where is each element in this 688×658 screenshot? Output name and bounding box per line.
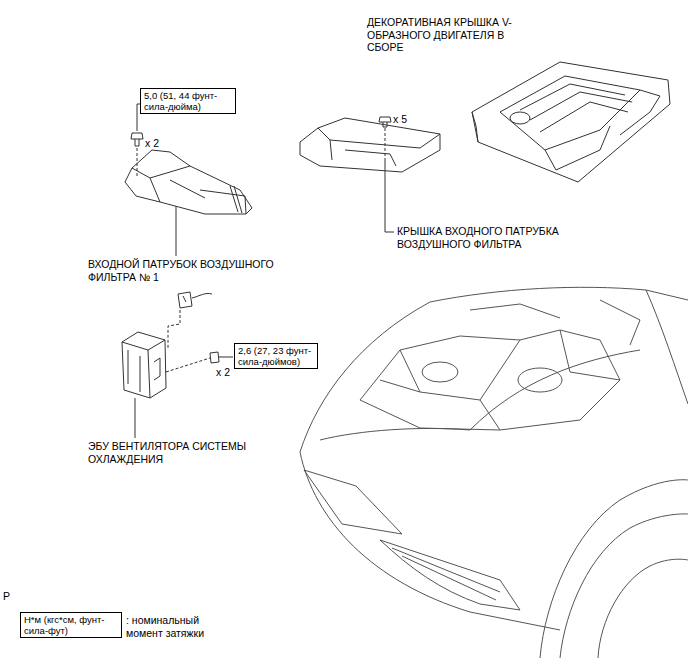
inlet-duct <box>125 150 252 214</box>
bolt <box>131 104 176 256</box>
part-name: ВХОДНОЙ ПАТРУБОК ВОЗДУШНОГО ФИЛЬТРА № 1 <box>88 258 292 283</box>
vehicle <box>300 287 688 658</box>
connector <box>168 292 212 350</box>
page-mark: P <box>3 590 17 603</box>
engine-cover <box>472 62 670 182</box>
torque-box: 5,0 (51, 44 фунт-сила-дюйма) <box>140 88 236 114</box>
quantity: x 2 <box>216 366 246 379</box>
quantity: x 5 <box>393 113 423 126</box>
bolt <box>379 117 394 232</box>
torque-value: Н*м (кгс*см, фунт-сила-фут) <box>24 614 118 636</box>
part-name: КРЫШКА ВХОДНОГО ПАТРУБКА ВОЗДУШНОГО ФИЛЬ… <box>397 225 581 250</box>
torque-box: Н*м (кгс*см, фунт-сила-фут) <box>20 612 122 638</box>
torque-box: 2,6 (27, 23 фунт-сила-дюймов) <box>234 343 318 369</box>
ecu <box>122 332 233 438</box>
torque-value: 2,6 (27, 23 фунт-сила-дюймов) <box>238 345 314 367</box>
quantity: x 2 <box>145 137 175 150</box>
torque-value: 5,0 (51, 44 фунт-сила-дюйма) <box>144 90 232 112</box>
inlet-cover <box>300 118 440 172</box>
part-name: ЭБУ ВЕНТИЛЯТОРА СИСТЕМЫ ОХЛАЖДЕНИЯ <box>88 440 264 465</box>
legend-note: : номинальный момент затяжки <box>126 614 222 639</box>
part-name: ДЕКОРАТИВНАЯ КРЫШКА V-ОБРАЗНОГО ДВИГАТЕЛ… <box>367 16 535 54</box>
